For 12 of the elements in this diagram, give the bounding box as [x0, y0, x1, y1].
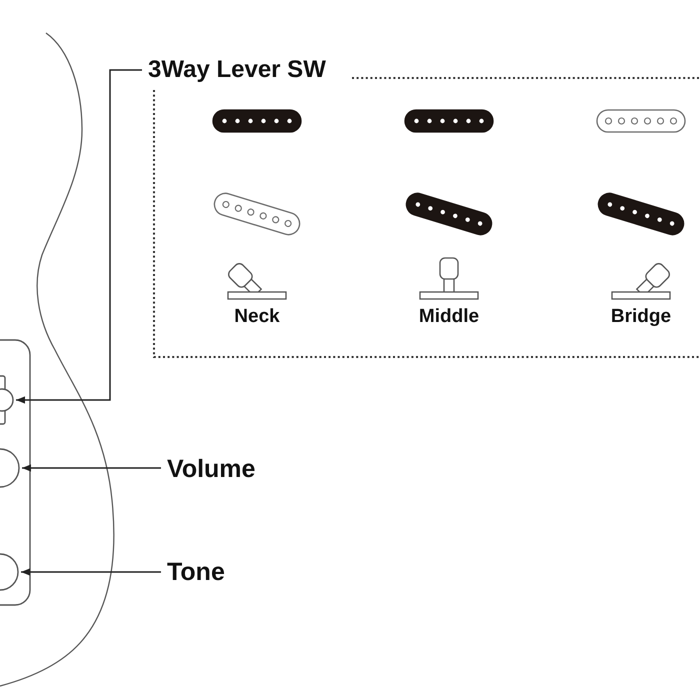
callout-label: Volume: [167, 454, 256, 484]
callout-label: Tone: [167, 557, 225, 587]
leader-arrow: [16, 69, 142, 404]
leader-arrow: [22, 464, 161, 472]
control-knob: [0, 448, 22, 488]
position-label: Bridge: [610, 306, 672, 328]
toggle-switch: [0, 374, 16, 426]
position-label: Neck: [234, 306, 280, 328]
callout-label: 3Way Lever SW: [148, 55, 326, 85]
position-label: Middle: [418, 306, 480, 328]
control-knob: [0, 553, 21, 591]
leader-arrow: [21, 568, 161, 576]
